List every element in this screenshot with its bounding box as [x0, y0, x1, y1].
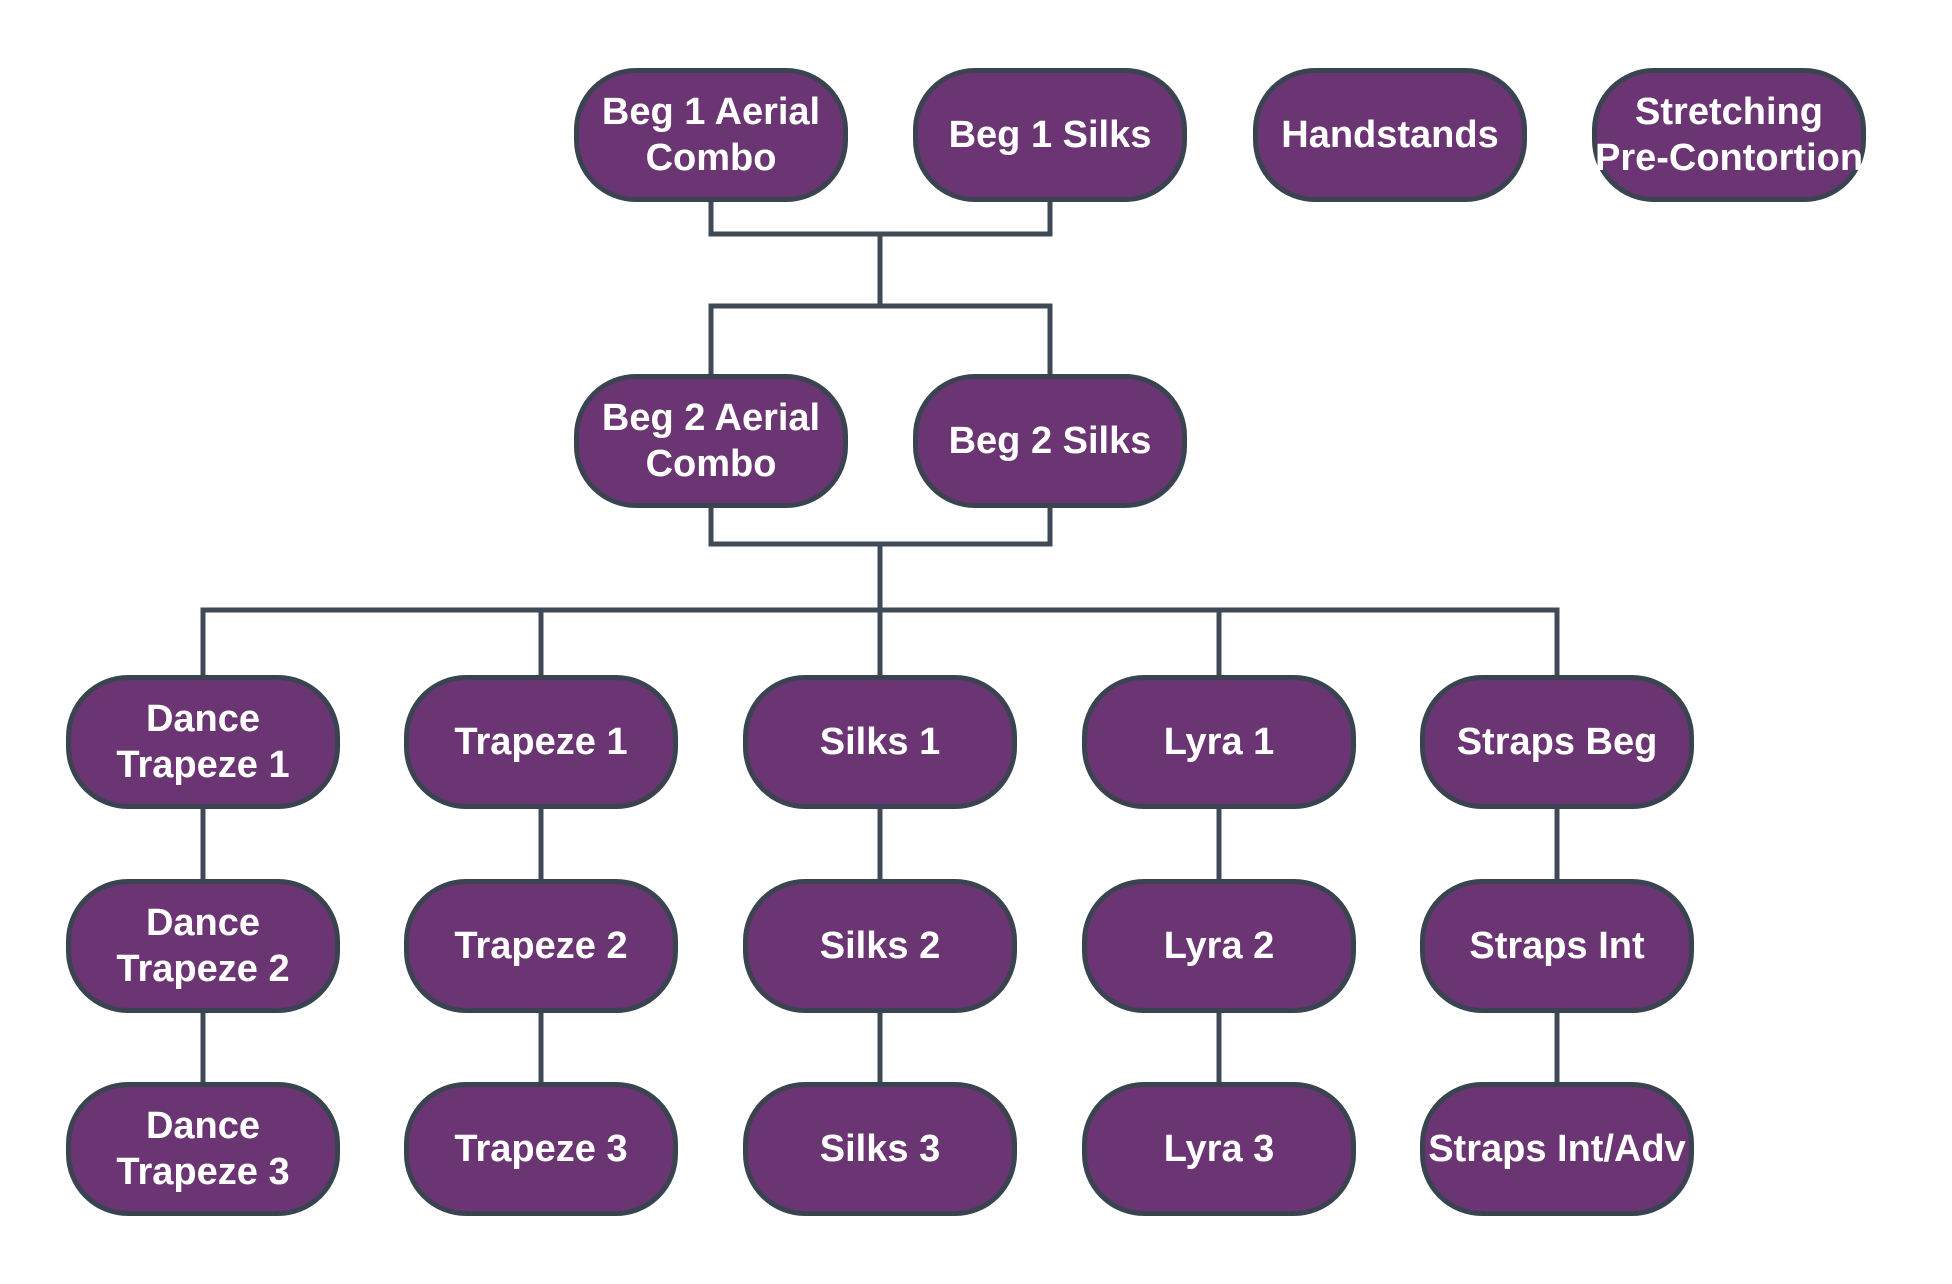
node-straps-int: Straps Int	[1420, 879, 1694, 1013]
node-straps-int-adv-label: Straps Int/Adv	[1428, 1127, 1686, 1170]
node-lyra-2: Lyra 2	[1082, 879, 1356, 1013]
node-stretching-pre-contortion-label: Stretching Pre-Contortion	[1594, 90, 1864, 179]
node-dance-trapeze-2-label: Dance Trapeze 2	[116, 901, 290, 990]
node-beg-2-aerial-combo: Beg 2 Aerial Combo	[574, 374, 848, 508]
node-beg-1-silks: Beg 1 Silks	[913, 68, 1187, 202]
node-dance-trapeze-2: Dance Trapeze 2	[66, 879, 340, 1013]
node-lyra-1: Lyra 1	[1082, 675, 1356, 809]
node-dance-trapeze-3: Dance Trapeze 3	[66, 1082, 340, 1216]
node-trapeze-3: Trapeze 3	[404, 1082, 678, 1216]
node-beg-1-aerial-combo: Beg 1 Aerial Combo	[574, 68, 848, 202]
node-dance-trapeze-3-label: Dance Trapeze 3	[116, 1104, 290, 1193]
node-trapeze-2-label: Trapeze 2	[454, 924, 628, 967]
node-beg-2-silks-label: Beg 2 Silks	[948, 419, 1152, 462]
node-beg-2-aerial-combo-label: Beg 2 Aerial Combo	[601, 396, 821, 485]
node-beg-1-silks-label: Beg 1 Silks	[948, 113, 1152, 156]
node-silks-3: Silks 3	[743, 1082, 1017, 1216]
connector-beg2-branch	[708, 303, 1053, 376]
node-straps-int-label: Straps Int	[1469, 924, 1645, 967]
node-trapeze-2: Trapeze 2	[404, 879, 678, 1013]
connector-beg1-merge	[708, 199, 1053, 237]
node-handstands: Handstands	[1253, 68, 1527, 202]
node-straps-beg-label: Straps Beg	[1456, 720, 1658, 763]
node-lyra-3-label: Lyra 3	[1163, 1127, 1275, 1170]
node-lyra-2-label: Lyra 2	[1163, 924, 1275, 967]
node-lyra-3: Lyra 3	[1082, 1082, 1356, 1216]
node-handstands-label: Handstands	[1281, 113, 1499, 156]
node-trapeze-1: Trapeze 1	[404, 675, 678, 809]
node-silks-3-label: Silks 3	[819, 1127, 941, 1170]
node-trapeze-1-label: Trapeze 1	[454, 720, 628, 763]
node-straps-beg: Straps Beg	[1420, 675, 1694, 809]
node-trapeze-3-label: Trapeze 3	[454, 1127, 628, 1170]
node-beg-1-aerial-combo-label: Beg 1 Aerial Combo	[601, 90, 821, 179]
node-silks-2: Silks 2	[743, 879, 1017, 1013]
node-silks-1: Silks 1	[743, 675, 1017, 809]
connector-beg2-merge	[708, 505, 1053, 547]
node-straps-int-adv: Straps Int/Adv	[1420, 1082, 1694, 1216]
node-silks-2-label: Silks 2	[819, 924, 941, 967]
node-dance-trapeze-1: Dance Trapeze 1	[66, 675, 340, 809]
node-dance-trapeze-1-label: Dance Trapeze 1	[116, 697, 290, 786]
node-beg-2-silks: Beg 2 Silks	[913, 374, 1187, 508]
node-silks-1-label: Silks 1	[819, 720, 941, 763]
node-stretching-pre-contortion: Stretching Pre-Contortion	[1592, 68, 1866, 202]
node-lyra-1-label: Lyra 1	[1163, 720, 1275, 763]
